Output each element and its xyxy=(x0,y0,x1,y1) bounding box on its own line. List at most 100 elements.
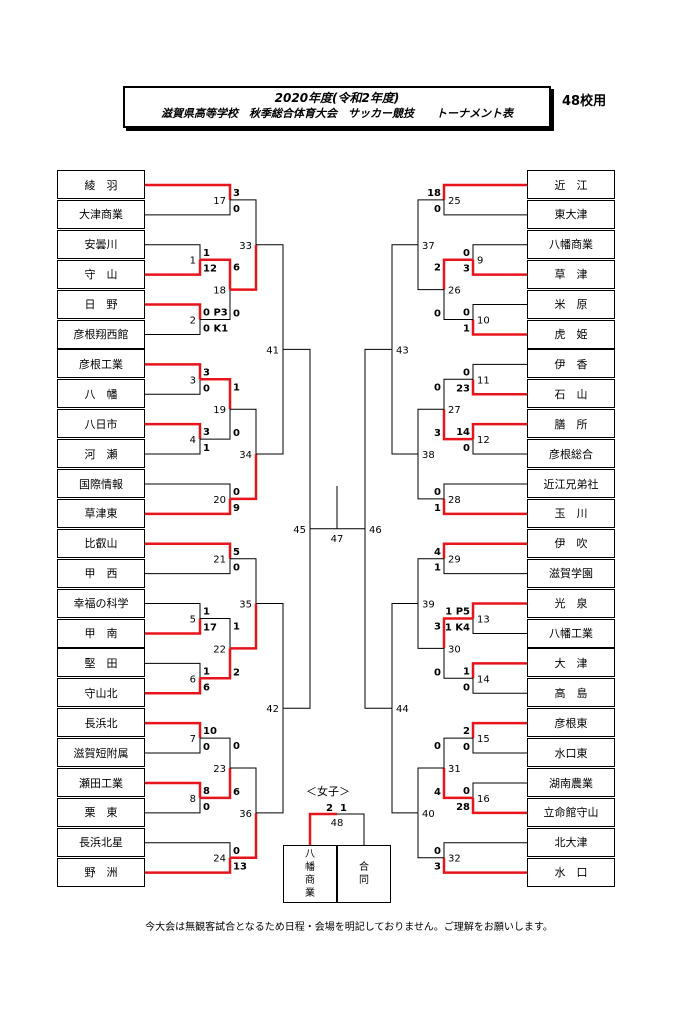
match-24-lower-line xyxy=(145,857,232,874)
match-36-upper-line xyxy=(230,767,257,813)
match-5-number: 5 xyxy=(190,615,196,626)
match-2-upper-line xyxy=(145,303,202,320)
match-44-upper-line xyxy=(391,603,418,709)
match-14-score-upper: 1 xyxy=(463,666,470,677)
left-team-13: 比叡山 xyxy=(57,528,145,558)
school-count-label: 48校用 xyxy=(562,94,607,109)
match-46-lower-line xyxy=(364,528,392,709)
match-19-number: 19 xyxy=(213,405,226,416)
match-16-number: 16 xyxy=(477,794,490,805)
girls-score-1: 2 xyxy=(326,803,333,814)
match-44-number: 44 xyxy=(396,704,409,715)
match-13-number: 13 xyxy=(477,615,490,626)
match-11-lower-line xyxy=(471,379,527,396)
match-46-upper-line xyxy=(364,348,392,529)
match-7-lower-line xyxy=(145,738,201,754)
match-9-number: 9 xyxy=(477,256,483,267)
match-30-number: 30 xyxy=(448,644,461,655)
match-32-lower-line xyxy=(442,857,527,874)
right-team-17: 大 津 xyxy=(527,648,615,678)
match-29-score-lower: 1 xyxy=(434,563,441,574)
match-39-upper-line xyxy=(417,558,444,604)
match-29-score-upper: 4 xyxy=(434,547,441,558)
footnote: 今大会は無観客試合となるため日程・会場を明記しておりません。ご理解をお願いします… xyxy=(145,922,553,933)
match-19-score-lower: 0 xyxy=(233,428,240,439)
match-3-number: 3 xyxy=(190,375,196,386)
match-4-score-lower: 1 xyxy=(203,443,210,454)
match-34-upper-line xyxy=(230,408,257,455)
match-29-lower-line xyxy=(443,558,527,575)
match-16-score-upper: 0 xyxy=(463,786,470,797)
match-35-number: 35 xyxy=(239,600,252,611)
title-tournament: 滋賀県高等学校 秋季総合体育大会 サッカー競技 トーナメント表 xyxy=(161,107,513,120)
match-23-score-lower: 6 xyxy=(233,787,240,798)
right-team-6: 虎 姫 xyxy=(527,319,615,349)
match-7-upper-line xyxy=(145,721,202,739)
match-11-upper-line xyxy=(472,363,527,380)
match-27-upper-line xyxy=(443,378,473,410)
match-38-lower-line xyxy=(417,454,444,500)
match-15-lower-line xyxy=(472,738,527,754)
match-4-number: 4 xyxy=(190,435,196,446)
match-20-score-lower: 9 xyxy=(233,503,240,514)
match-9-lower-line xyxy=(471,259,527,276)
match-13-score-upper: 1 P5 xyxy=(445,607,470,618)
girls-team-2-label: 合同 xyxy=(359,862,369,886)
match-19-score-upper: 1 xyxy=(233,382,240,393)
match-29-upper-line xyxy=(442,542,527,559)
match-4-score-upper: 3 xyxy=(203,427,210,438)
match-11-score-lower: 23 xyxy=(456,383,470,394)
match-18-score-upper: 6 xyxy=(233,263,240,274)
match-38-upper-line xyxy=(417,408,444,455)
girls-label: ＜女子＞ xyxy=(306,785,350,798)
match-9-score-lower: 3 xyxy=(463,264,470,275)
match-33-upper-line xyxy=(230,199,257,245)
match-8-lower-line xyxy=(145,797,201,814)
match-43-lower-line xyxy=(391,349,418,455)
left-team-16: 甲 南 xyxy=(57,618,145,648)
match-14-lower-line xyxy=(472,678,527,694)
match-34-lower-line xyxy=(230,454,258,501)
match-9-upper-line xyxy=(472,244,527,260)
match-12-lower-line xyxy=(472,439,527,455)
match-26-score-upper: 2 xyxy=(434,263,441,274)
match-20-number: 20 xyxy=(213,495,226,506)
match-24-number: 24 xyxy=(213,854,226,865)
match-1-upper-line xyxy=(145,244,201,260)
match-34-number: 34 xyxy=(239,450,252,461)
match-10-number: 10 xyxy=(477,316,490,327)
left-team-4: 守 山 xyxy=(57,259,145,289)
right-team-14: 滋賀学園 xyxy=(527,558,615,588)
match-14-number: 14 xyxy=(477,674,490,685)
right-team-1: 近 江 xyxy=(527,170,615,199)
match-7-score-upper: 10 xyxy=(203,726,217,737)
match-32-score-lower: 3 xyxy=(434,862,441,873)
girls-team-hachiman-shogyo: 八幡商業 xyxy=(283,845,337,903)
left-team-24: 野 洲 xyxy=(57,857,145,887)
match-28-score-upper: 0 xyxy=(434,487,441,498)
match-26-lower-line xyxy=(443,289,473,320)
match-15-score-upper: 2 xyxy=(463,726,470,737)
match-8-number: 8 xyxy=(190,794,196,805)
match-22-lower-line xyxy=(200,648,232,680)
match-18-number: 18 xyxy=(213,286,226,297)
girls-team-godo: 合同 xyxy=(337,845,391,903)
match-26-upper-line xyxy=(442,258,473,290)
left-team-11: 国際情報 xyxy=(57,469,145,498)
title-year: 2020年度(令和2年度) xyxy=(274,91,400,105)
match-22-score-lower: 2 xyxy=(233,667,240,678)
match-9-score-upper: 0 xyxy=(463,248,470,259)
match-6-number: 6 xyxy=(190,674,196,685)
match-28-lower-line xyxy=(442,498,527,516)
match-32-number: 32 xyxy=(448,854,461,865)
match-5-score-lower: 17 xyxy=(203,622,217,633)
match-18-score-lower: 0 xyxy=(233,309,240,320)
girls-team-1-label: 八幡商業 xyxy=(305,849,315,899)
right-team-18: 高 島 xyxy=(527,678,615,708)
match-3-upper-line xyxy=(145,363,202,380)
match-17-lower-line xyxy=(145,199,231,216)
match-19-upper-line xyxy=(200,378,232,410)
match-33-lower-line xyxy=(230,244,258,291)
match-39-lower-line xyxy=(417,603,444,649)
match-21-score-upper: 5 xyxy=(233,547,240,558)
